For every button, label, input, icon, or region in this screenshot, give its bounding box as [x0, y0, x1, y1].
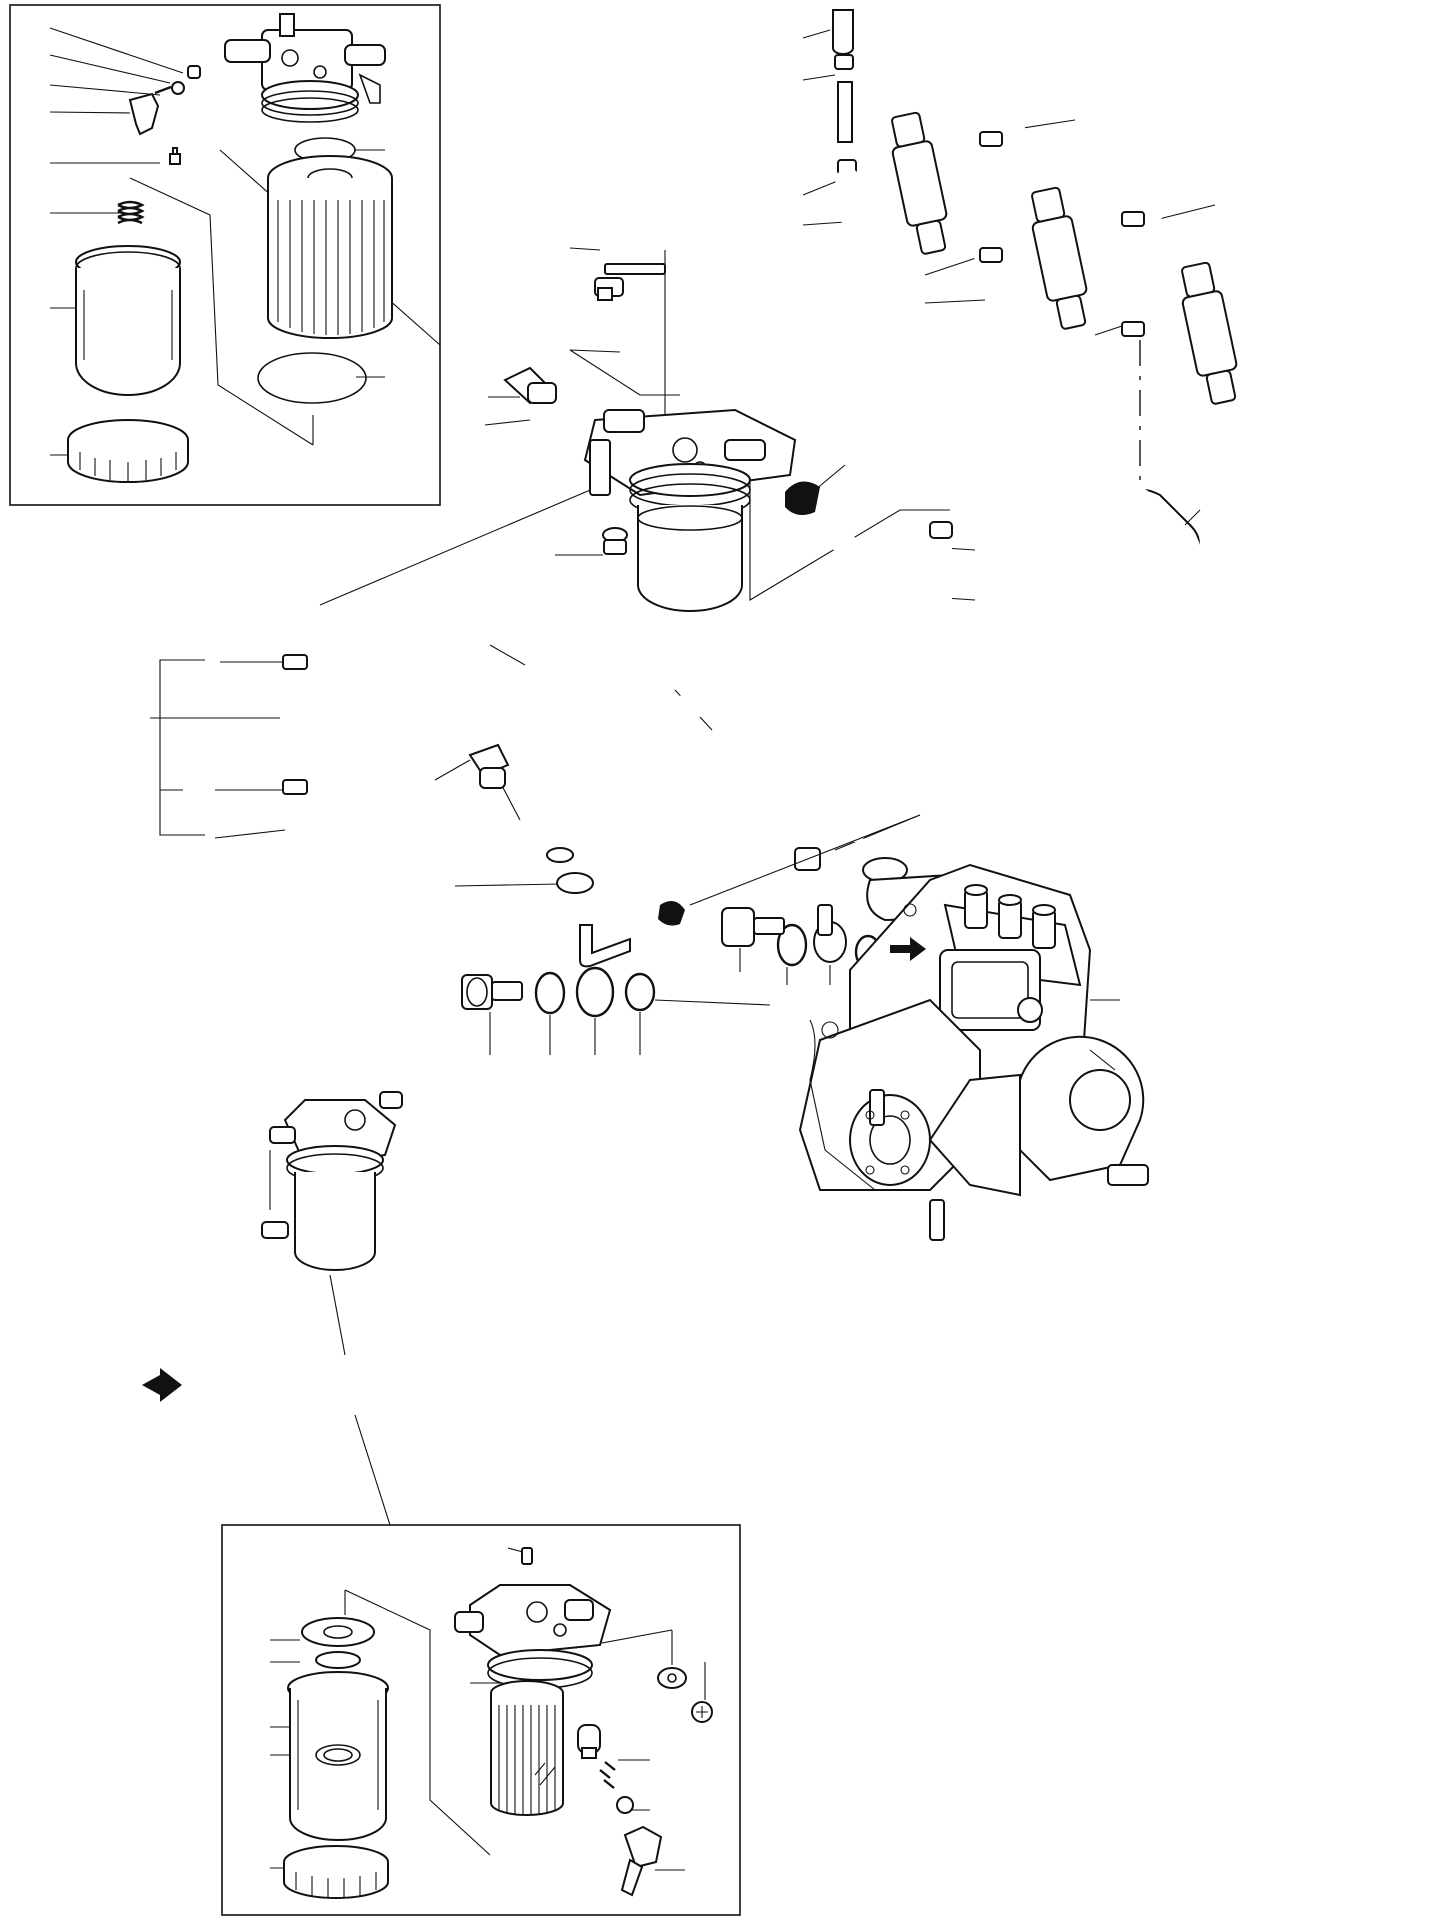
- retaining-ring-icon: [283, 1845, 389, 1899]
- filter-exploded-view-top-left: [9, 4, 441, 506]
- alternate-filter-bottom-left: [142, 1091, 403, 1526]
- fuel-filter-icon: [629, 463, 751, 612]
- plug-icon: [503, 366, 557, 405]
- plug-icon: [187, 65, 201, 79]
- filter-bowl-icon: [75, 245, 181, 396]
- leader-lines-center: [319, 247, 976, 887]
- small-parts-column: [117, 65, 201, 225]
- banjo-bolt-icon: [721, 904, 847, 963]
- pipe-icon: [579, 924, 631, 968]
- pump-inlet-arrow: [890, 937, 926, 961]
- hose-clamp-icon: [785, 481, 820, 516]
- bolt-icon: [594, 263, 666, 301]
- bleed-screw-icon: [169, 147, 181, 165]
- fuel-filter-with-hoses-center: [150, 247, 976, 887]
- tank-inlet-arrow: [142, 1368, 182, 1402]
- bowl-gasket-icon: [301, 1617, 375, 1669]
- fuel-hose-icon: [468, 527, 628, 789]
- leak-off-cap-icon: [832, 9, 857, 175]
- o-ring-icon: [171, 81, 185, 95]
- injector-nozzle-icon: [891, 111, 1238, 405]
- drain-lever-icon: [128, 92, 160, 136]
- filter-head-icon: [224, 13, 386, 123]
- spring-icon: [154, 85, 172, 95]
- banjo-bolt-icon: [461, 974, 523, 1010]
- leader-return-hose: [1184, 509, 1201, 526]
- filter-bowl-icon: [287, 1671, 389, 1841]
- filter-head-icon: [454, 1547, 612, 1689]
- injection-pump-right: [798, 857, 1149, 1241]
- filter-spring-icon: [117, 200, 145, 225]
- tank-hose-icon: [150, 600, 342, 869]
- detail-frame-top-left: [9, 4, 441, 506]
- injection-pump-icon: [798, 857, 1149, 1241]
- retaining-ring-icon: [67, 419, 189, 483]
- filter-element-icon: [490, 1680, 564, 1816]
- leader-banjo-parts: [489, 948, 867, 1055]
- filter-element-icon: [267, 155, 393, 339]
- detail-frame-bottom: [221, 1524, 741, 1916]
- small-parts-column: [577, 1724, 663, 1897]
- injector-leak-off-pipes-top-right: [802, 9, 1238, 693]
- leader-banjo: [689, 814, 921, 906]
- fuel-hose-icon: [173, 1150, 346, 1372]
- hose-clip-icon: [979, 131, 1145, 337]
- fuel-filter-icon: [269, 1091, 403, 1271]
- drain-lever-icon: [620, 1825, 663, 1897]
- overflow-hose-icon: [794, 518, 953, 871]
- banjo-fittings-center: [461, 814, 921, 1055]
- hose-clamp-icon: [556, 872, 685, 926]
- o-ring-icon: [616, 1796, 634, 1814]
- plug-icon: [657, 1667, 687, 1689]
- filter-exploded-view-bottom: [221, 1524, 741, 1916]
- spring-icon: [599, 1761, 616, 1789]
- feed-hose-icon: [546, 518, 880, 863]
- delivery-valve-icon: [964, 884, 1056, 949]
- plug-icon: [577, 1724, 601, 1759]
- bowl-gasket-icon: [257, 352, 367, 404]
- bleed-screw-icon: [691, 1701, 713, 1723]
- detail-callout-lines: [354, 1414, 391, 1526]
